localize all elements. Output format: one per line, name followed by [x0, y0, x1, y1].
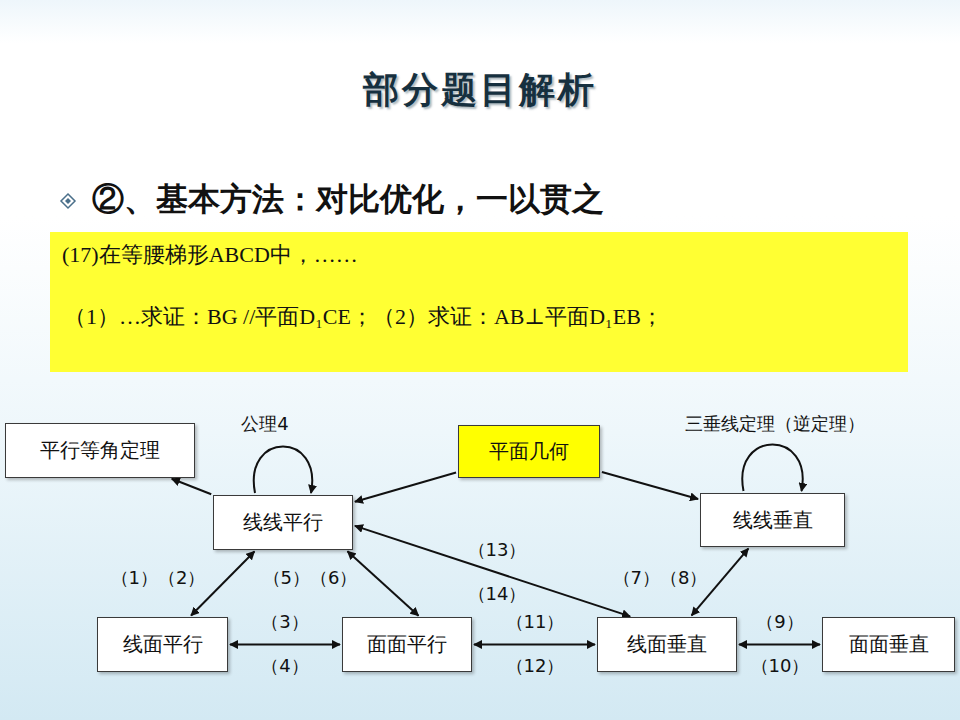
connector-arrow	[347, 551, 418, 615]
edge-label: （11）（12）	[503, 600, 567, 688]
box-label: 面面平行	[359, 631, 455, 658]
concept-box: 线线垂直	[700, 493, 845, 547]
bullet-diamond	[61, 194, 75, 208]
edge-label: （1）（2）	[111, 566, 206, 590]
connector-arrow	[739, 644, 820, 646]
edge-label: （3）（4）	[253, 600, 317, 688]
edge-label: （13）（14）	[465, 528, 529, 616]
box-label: 线线垂直	[725, 507, 821, 534]
bullet-text: ②、基本方法：对比优化，一以贯之	[92, 178, 604, 222]
edge-label: （5）（6）	[263, 566, 358, 590]
concept-box: 线线平行	[213, 495, 353, 550]
problem-panel: (17)在等腰梯形ABCD中，…… （1）…求证：BG //平面D₁CE；（2）求…	[50, 232, 908, 372]
concept-box: 平面几何	[458, 425, 600, 478]
connector-arrow	[355, 526, 630, 617]
box-label: 线面平行	[115, 631, 211, 658]
connector-arrow	[172, 479, 211, 495]
edge-label: 公理4	[241, 412, 288, 436]
concept-box: 面面平行	[342, 617, 472, 672]
box-label: 线线平行	[235, 509, 331, 536]
connector-arrow	[474, 644, 595, 646]
slide-title: 部分题目解析	[0, 66, 960, 115]
edge-label: 三垂线定理（逆定理）	[685, 412, 865, 436]
box-label: 平行等角定理	[32, 437, 168, 464]
concept-box: 面面垂直	[822, 617, 955, 672]
concept-box: 线面垂直	[597, 617, 737, 672]
problem-text: (17)在等腰梯形ABCD中，……	[62, 240, 358, 270]
loop-arrow	[254, 447, 312, 494]
loop-arrow	[742, 445, 802, 492]
box-label: 面面垂直	[841, 631, 937, 658]
connector-arrow	[230, 644, 340, 646]
box-label: 平面几何	[481, 438, 577, 465]
box-label: 线面垂直	[619, 631, 715, 658]
edge-label: （9）（10）	[748, 600, 812, 688]
problem-text: （1）…求证：BG //平面D₁CE；（2）求证：AB⊥平面D₁EB；	[64, 302, 663, 332]
connector-arrow	[355, 473, 456, 502]
edge-label: （7）（8）	[613, 566, 708, 590]
concept-box: 平行等角定理	[5, 423, 195, 478]
concept-box: 线面平行	[97, 617, 228, 672]
connector-arrow	[602, 472, 698, 499]
